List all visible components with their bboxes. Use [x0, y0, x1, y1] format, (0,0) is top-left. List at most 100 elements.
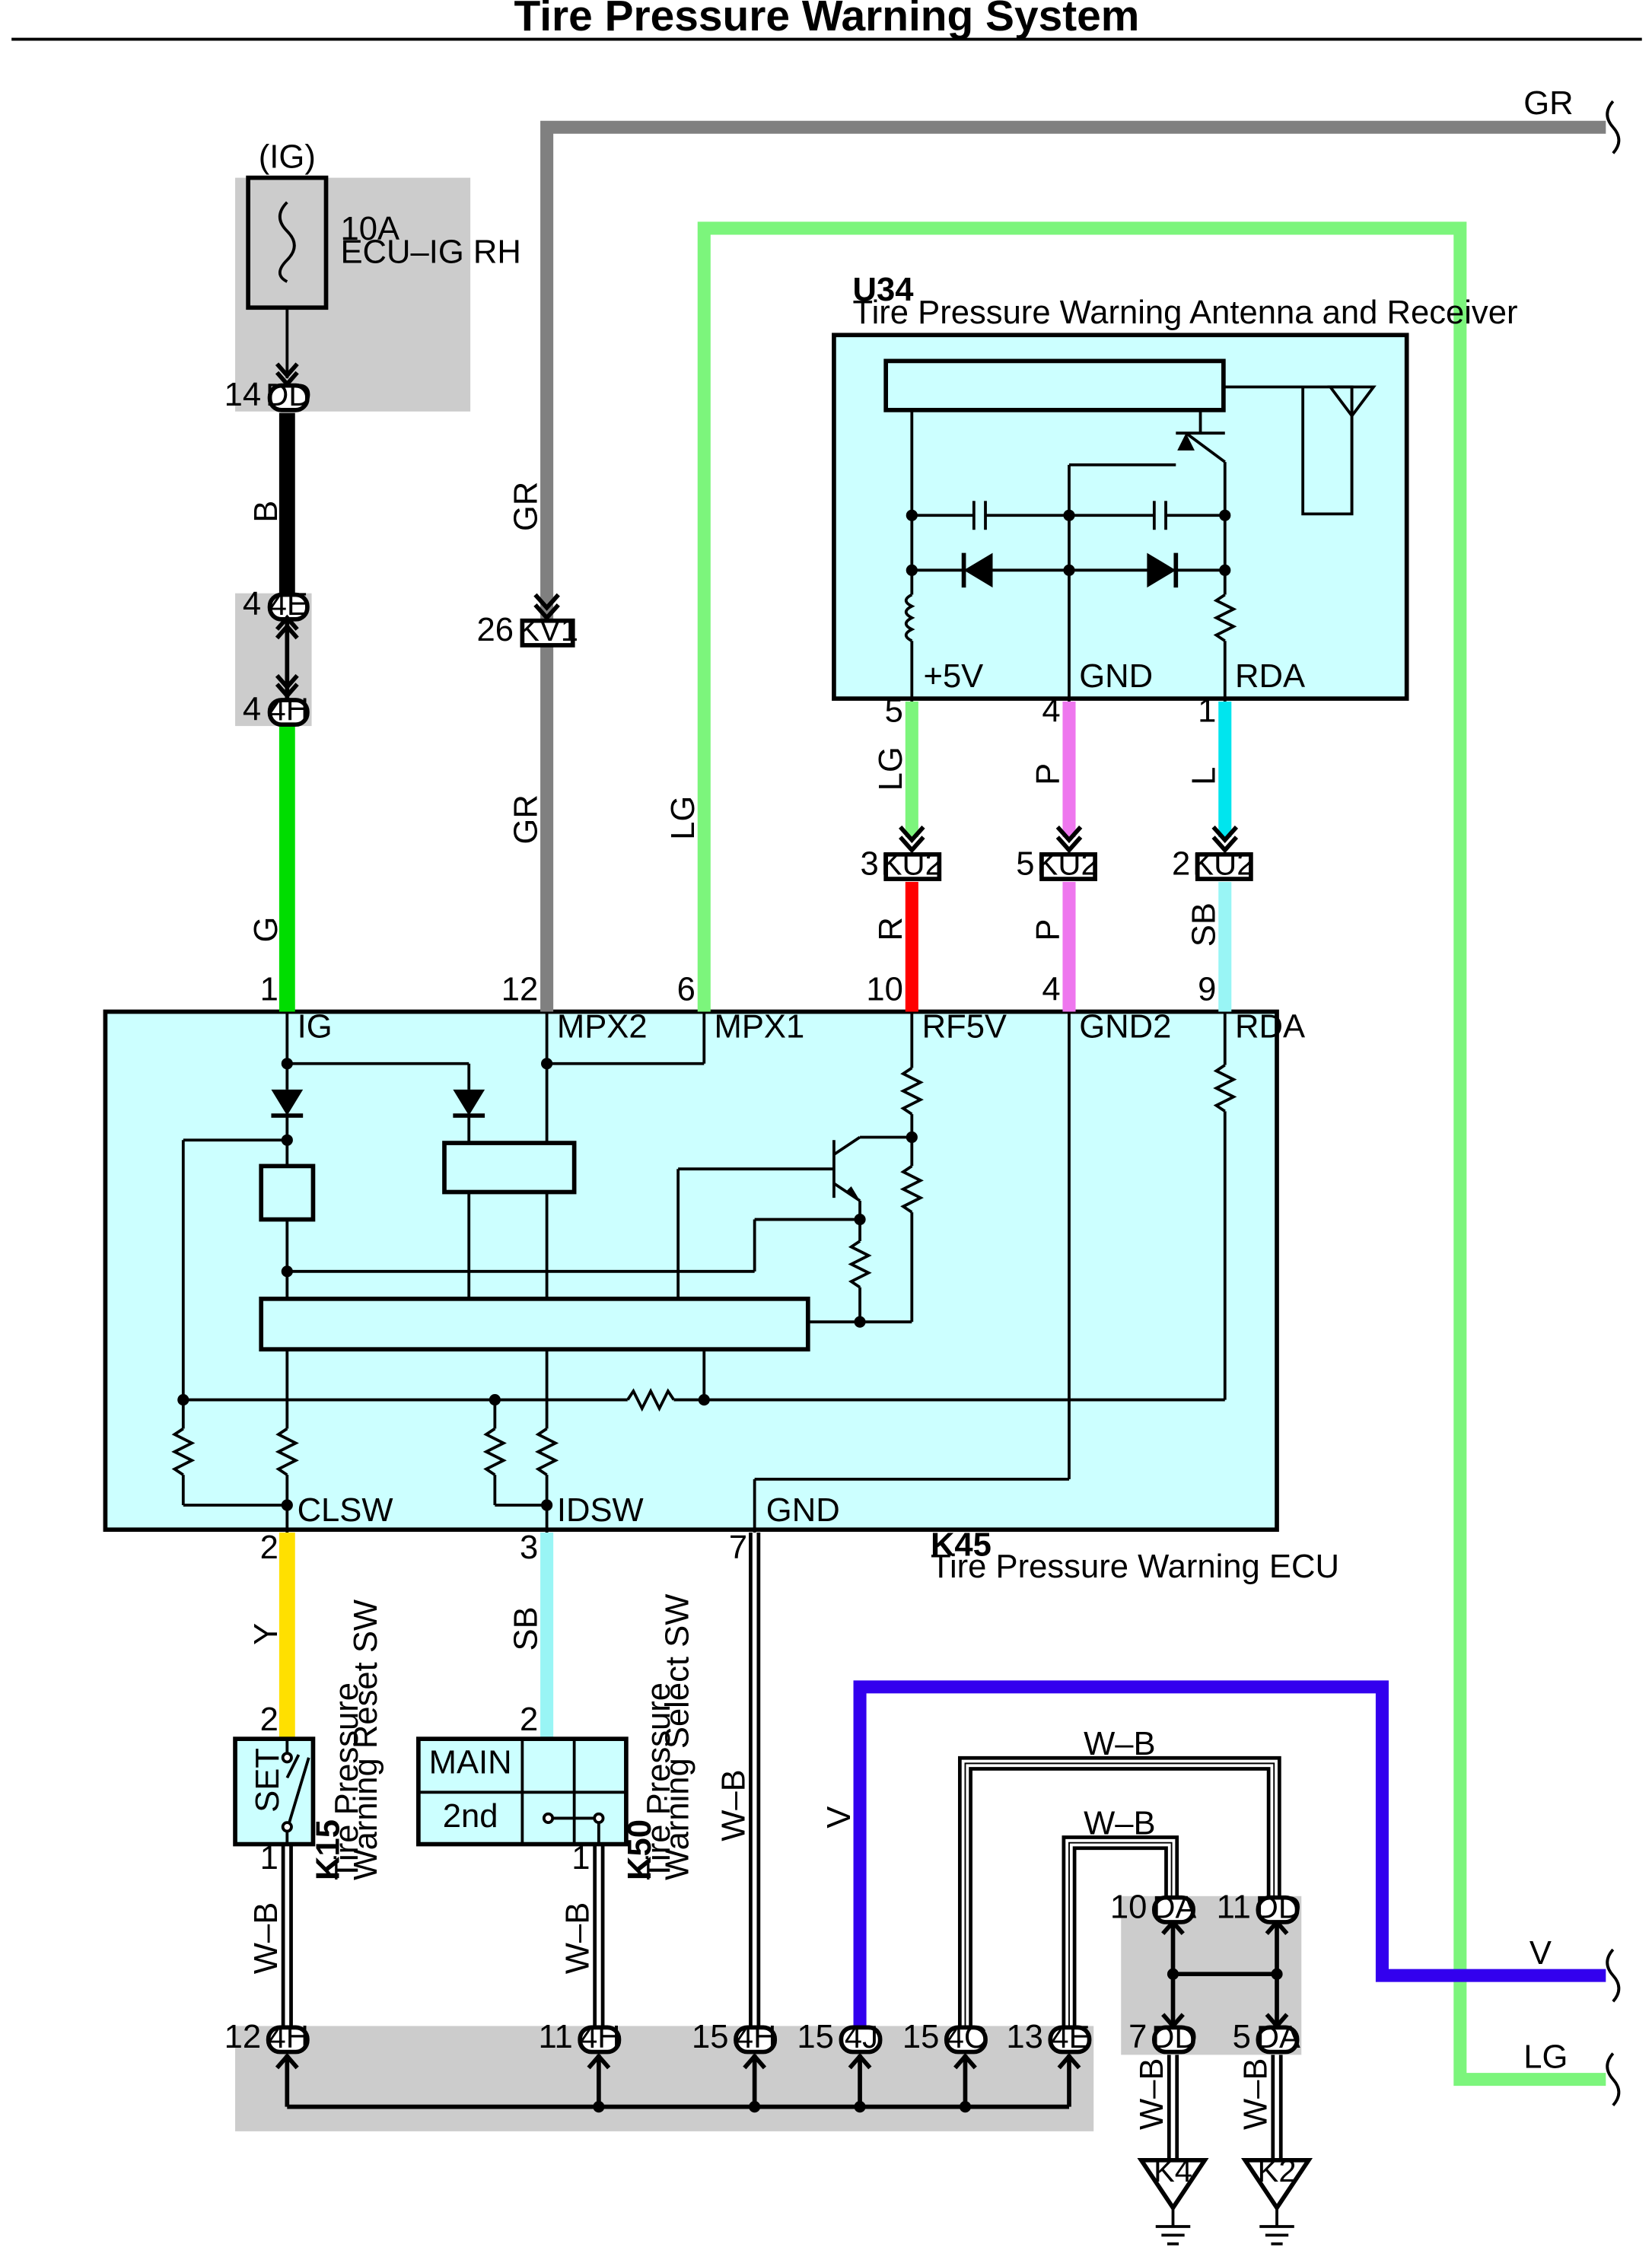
pin-da-top: 10	[1110, 1889, 1147, 1925]
reset-switch-pin-top: 2	[260, 1701, 279, 1738]
svg-text:K4: K4	[1154, 2153, 1192, 2188]
ecu-name: Tire Pressure Warning ECU	[931, 1549, 1339, 1585]
reset-switch-contact	[285, 1739, 310, 1845]
wire-label-wb-4c: W–B	[1084, 1726, 1155, 1762]
svg-text:4E: 4E	[269, 586, 308, 622]
connector-ku2-r: KU2	[881, 845, 943, 881]
ecu-code: K45	[931, 1526, 992, 1563]
connector-4c: 4C	[944, 2019, 988, 2055]
connector-da-top: DA	[1152, 1889, 1197, 1924]
wire-label-gr-upper: GR	[508, 482, 544, 531]
page-title: Tire Pressure Warning System	[514, 0, 1140, 40]
ecu-terminal-mpx1: MPX1	[715, 1009, 805, 1046]
wire-label-lg-receiver: LG	[873, 746, 909, 791]
ecu-terminal-gnd2: GND2	[1079, 1009, 1171, 1046]
ground-point-k2: K2	[1240, 2153, 1313, 2246]
pin-4h-bus-a: 12	[224, 2019, 262, 2055]
receiver-terminal-rda: RDA	[1235, 658, 1305, 695]
ecu-terminal-idsw: IDSW	[557, 1492, 644, 1529]
wire-label-r: R	[873, 917, 909, 941]
receiver-code: U34	[853, 272, 915, 308]
pin-4e: 4	[243, 586, 261, 622]
transistor-arrow-icon	[845, 1186, 861, 1201]
connector-dd-bottom: DD	[1151, 2019, 1197, 2055]
svg-text:4C: 4C	[947, 2019, 987, 2055]
switch-contact-icon	[593, 1812, 605, 1825]
wire-label-l: L	[1186, 767, 1222, 785]
svg-text:DA: DA	[1256, 2019, 1300, 2055]
transistor-arrow-icon	[1177, 433, 1195, 450]
ecu-terminal-rf5v: RF5V	[922, 1009, 1007, 1046]
select-switch-code: K50	[622, 1819, 658, 1880]
pin-ku2-sb: 2	[1172, 845, 1190, 882]
switch-contact-icon	[542, 1812, 555, 1825]
wire-label-wb-k4: W–B	[1134, 2058, 1170, 2130]
ecu-terminal-mpx2: MPX2	[557, 1009, 648, 1046]
ecu-dots	[177, 1058, 918, 1511]
select-switch-row2: 2nd	[443, 1798, 498, 1835]
svg-text:DD: DD	[1151, 2019, 1197, 2055]
ground-bus-drops	[285, 2055, 1071, 2107]
fuse-supply-label: (IG)	[259, 138, 316, 175]
wire-label-y: Y	[248, 1623, 285, 1645]
wire-break-marks	[1606, 100, 1621, 2107]
svg-text:4J: 4J	[845, 2019, 878, 2055]
switch-contact-icon	[281, 1821, 293, 1833]
pin-kv1: 26	[477, 612, 514, 648]
fuse-rating: 10A	[340, 211, 399, 247]
pin-4h-upper: 4	[243, 692, 261, 728]
ecu-terminal-ig: IG	[298, 1009, 333, 1046]
zener-diode-icon	[963, 552, 993, 588]
svg-text:KU2: KU2	[1192, 845, 1254, 881]
receiver-circuit	[883, 358, 1377, 702]
connector-dd-top: DD	[1256, 1889, 1301, 1924]
wire-label-wb-gnd: W–B	[715, 1769, 752, 1841]
reset-switch-pin-bottom: 1	[260, 1840, 279, 1876]
receiver-pin-rda: 1	[1198, 692, 1216, 729]
connector-kv1: KV1	[518, 612, 578, 648]
pin-4j: 15	[797, 2019, 834, 2055]
wire-label-sb-rda: SB	[1186, 902, 1222, 947]
wire-label-wb-select: W–B	[560, 1902, 597, 1974]
connector-4j: 4J	[839, 2019, 883, 2055]
wire-label-sb-idsw: SB	[508, 1606, 544, 1650]
pin-4c: 15	[902, 2019, 940, 2055]
fuse-icon	[278, 201, 296, 283]
receiver-pin-gnd: 4	[1042, 692, 1060, 729]
pin-dd-top: 11	[1217, 1889, 1251, 1925]
fuse-name: ECU–IG RH	[340, 234, 520, 270]
wire-label-b: B	[248, 501, 285, 523]
wire-wb-group	[281, 1533, 1283, 2160]
wire-label-p-upper: P	[1030, 763, 1067, 785]
wire-gr	[540, 120, 1606, 1012]
svg-text:KU2: KU2	[881, 845, 943, 881]
ecu-pin-mpx2: 12	[501, 971, 539, 1007]
wire-label-wb-4e: W–B	[1084, 1805, 1155, 1841]
wire-label-v-left: V	[821, 1806, 858, 1829]
ecu-terminal-rda: RDA	[1235, 1009, 1305, 1046]
select-switch-pin-bottom: 1	[571, 1840, 590, 1876]
pin-da-bottom: 5	[1233, 2019, 1251, 2055]
wire-label-gr-lower: GR	[508, 794, 544, 844]
pin-4h-bus-b: 11	[538, 2019, 572, 2055]
wire-lg	[697, 221, 1606, 2087]
ecu-terminal-clsw: CLSW	[298, 1492, 393, 1529]
wire-v	[853, 1680, 1606, 2026]
pin-ku2-p: 5	[1016, 845, 1034, 882]
switch-contact-icon	[281, 1752, 293, 1764]
wire-label-wb-reset: W–B	[248, 1902, 285, 1974]
wire-label-p-lower: P	[1030, 919, 1067, 941]
svg-text:KU2: KU2	[1037, 845, 1099, 881]
pin-4e-bus: 13	[1006, 2019, 1043, 2055]
connector-4h-bus-c: 4H	[734, 2019, 778, 2055]
reset-switch-label: SET	[250, 1748, 286, 1813]
svg-text:4H: 4H	[736, 2019, 776, 2055]
connector-4h-bus-b: 4H	[578, 2019, 622, 2055]
svg-text:4E: 4E	[1051, 2019, 1090, 2055]
ecu-pin-idsw: 3	[520, 1529, 538, 1566]
receiver-terminal-gnd: GND	[1079, 658, 1153, 695]
wire-label-wb-k2: W–B	[1238, 2058, 1275, 2130]
ecu-pin-ig: 1	[260, 971, 279, 1007]
reset-switch-code: K15	[310, 1819, 347, 1880]
